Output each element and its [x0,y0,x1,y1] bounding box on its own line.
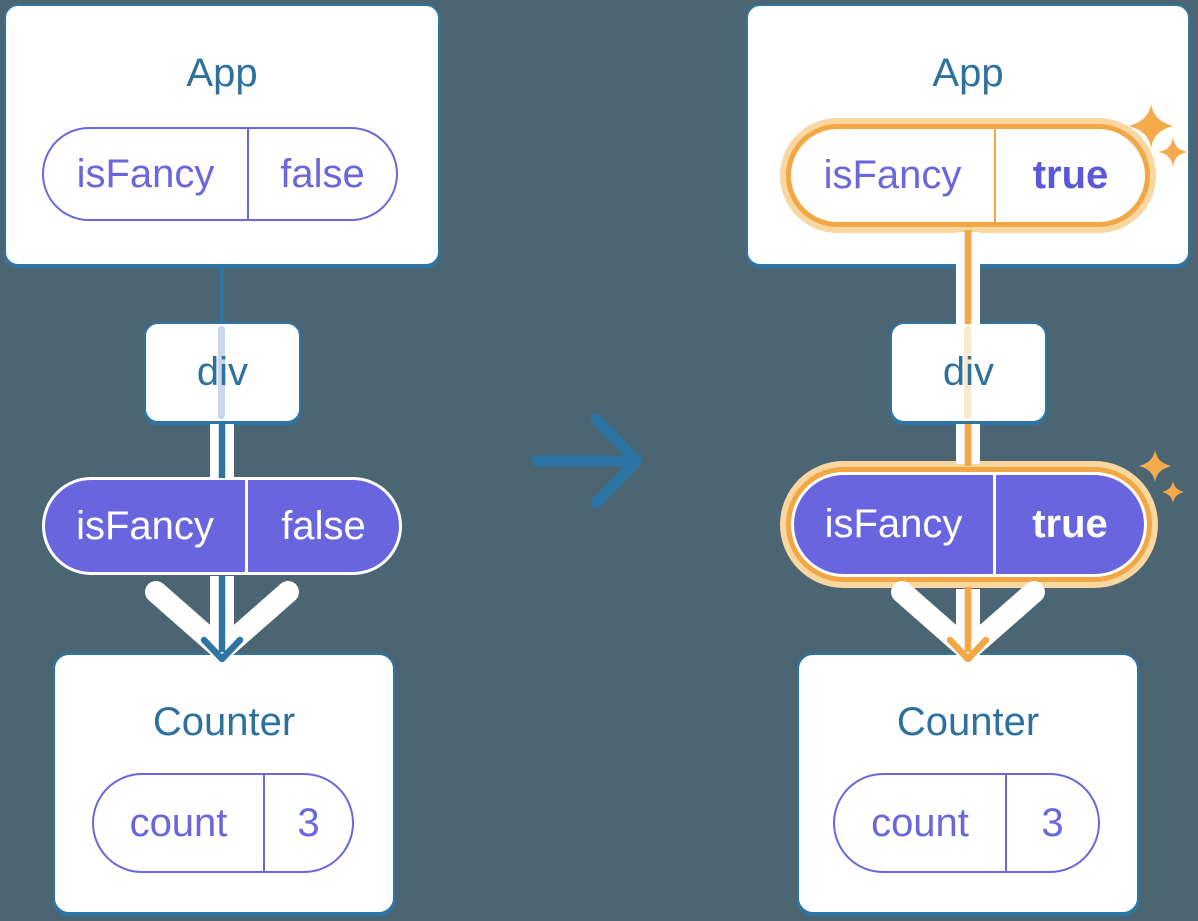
state-pill: count 3 [92,773,354,873]
pill-key-label: count [94,775,265,871]
pill-value-label: true [1032,153,1109,197]
highlighted-prop-pill: isFancy true [780,118,1156,233]
component-title: App [932,50,1004,95]
state-pill: count 3 [833,773,1100,873]
pill-value-label: 3 [1041,800,1064,845]
component-title: Counter [896,699,1040,744]
component-title: App [186,50,258,95]
div-label: div [942,350,995,394]
pill-key-label: count [835,775,1007,871]
pill-key-label: isFancy [794,475,996,574]
prop-pill: isFancy false [42,127,398,221]
div-label: div [196,350,249,394]
pill-value-label: false [281,503,366,548]
app-card-before: App isFancy false [4,4,440,266]
right-arrow-icon [531,413,643,509]
counter-card-after: Counter count 3 [797,653,1139,914]
component-title: Counter [152,699,296,744]
connector-after [891,230,1045,663]
pill-key-label: isFancy [44,129,249,219]
down-chevron-icon [891,581,1045,661]
pill-key-label: isFancy [791,129,996,222]
pill-key-label: isFancy [45,480,248,572]
pill-value-label: false [280,151,365,196]
app-card-after: App isFancy true [746,4,1190,266]
pass-through-line [218,326,225,419]
down-chevron-icon [145,581,299,661]
pill-value-label: 3 [297,800,320,845]
pill-value-label: true [1032,502,1108,546]
div-card-before: div [144,322,301,423]
pass-through-line [964,326,971,419]
highlighted-context-pill: isFancy true [780,461,1158,588]
counter-card-before: Counter count 3 [53,653,395,914]
context-pill-before: isFancy false [42,477,402,575]
div-card-after: div [890,322,1047,423]
